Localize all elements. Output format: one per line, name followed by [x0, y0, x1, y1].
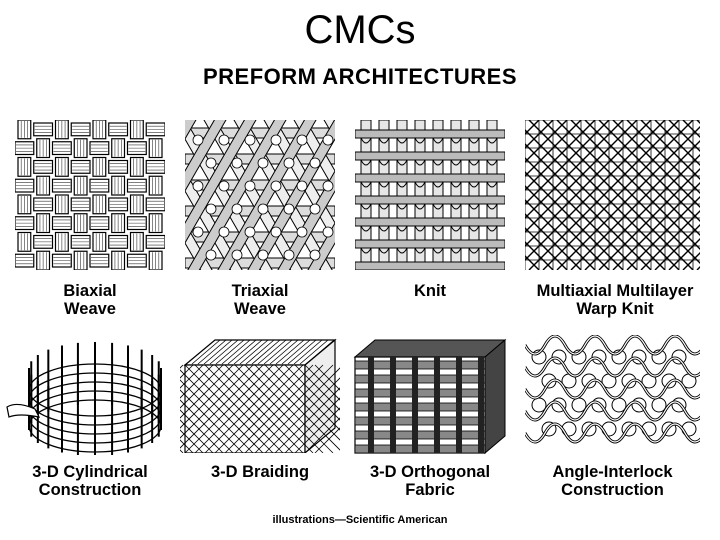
caption-line: Fabric: [405, 481, 455, 499]
caption-line: Warp Knit: [576, 300, 654, 318]
caption-triaxial-weave: Triaxial Weave: [170, 282, 350, 318]
page-title: CMCs: [304, 8, 416, 52]
biaxial-weave-illustration: [15, 120, 165, 270]
cylindrical-construction-illustration: [5, 335, 175, 455]
caption-knit: Knit: [340, 282, 520, 300]
caption-angle-interlock: Angle-Interlock Construction: [520, 463, 705, 499]
caption-multiaxial-warp-knit: Multiaxial Multilayer Warp Knit: [510, 282, 720, 318]
caption-line: Construction: [561, 481, 664, 499]
section-subtitle: PREFORM ARCHITECTURES: [202, 64, 518, 89]
angle-interlock-illustration: [525, 335, 700, 455]
caption-biaxial-weave: Biaxial Weave: [0, 282, 180, 318]
caption-line: Angle-Interlock: [552, 463, 673, 481]
braiding-illustration: [180, 335, 340, 455]
caption-line: 3-D Orthogonal: [369, 463, 491, 481]
caption-orthogonal-fabric: 3-D Orthogonal Fabric: [340, 463, 520, 499]
knit-illustration: [355, 120, 505, 270]
caption-line: Multiaxial Multilayer: [536, 282, 694, 300]
caption-line: Biaxial: [63, 282, 117, 300]
caption-braiding: 3-D Braiding: [170, 463, 350, 481]
triaxial-weave-illustration: [185, 120, 335, 270]
orthogonal-fabric-illustration: [350, 335, 510, 455]
caption-line: Triaxial: [231, 282, 289, 300]
caption-line: Knit: [413, 282, 447, 300]
caption-line: 3-D Braiding: [210, 463, 310, 481]
caption-line: 3-D Cylindrical: [32, 463, 148, 481]
caption-line: Construction: [38, 481, 142, 499]
caption-cylindrical-construction: 3-D Cylindrical Construction: [0, 463, 180, 499]
multiaxial-warp-knit-illustration: [525, 120, 700, 270]
caption-line: Weave: [64, 300, 116, 318]
caption-line: Weave: [234, 300, 286, 318]
illustration-credit: illustrations—Scientific American: [272, 514, 448, 526]
